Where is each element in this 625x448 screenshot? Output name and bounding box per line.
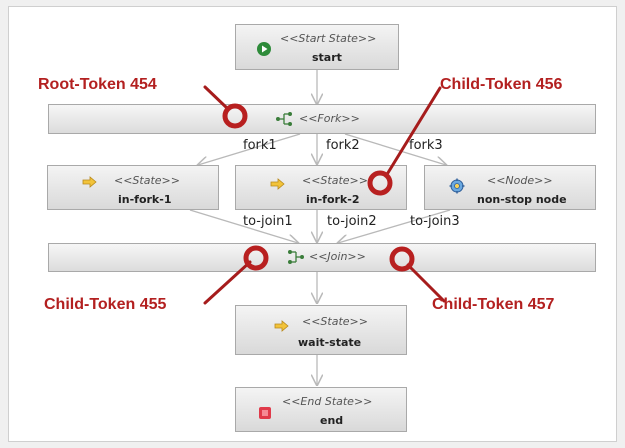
join-icon (288, 250, 304, 264)
node-join[interactable]: <<Join>> (48, 243, 596, 272)
node-fork-stereotype: <<Fork>> (299, 112, 360, 125)
stop-icon (259, 407, 271, 419)
node-in-fork-2[interactable]: <<State>> in-fork-2 (235, 165, 407, 210)
transition-fork2-label: fork2 (326, 138, 360, 153)
transition-fork1-label: fork1 (243, 138, 277, 153)
state-arrow-icon (274, 320, 289, 332)
node-start[interactable]: <<Start State>> start (235, 24, 399, 70)
node-wait-state[interactable]: <<State>> wait-state (235, 305, 407, 355)
node-in-fork-2-stereotype: <<State>> (302, 174, 368, 187)
node-end-name: end (320, 414, 344, 427)
transition-to-join1-label: to-join1 (243, 214, 293, 229)
node-end-stereotype: <<End State>> (282, 395, 373, 408)
play-icon (257, 42, 271, 56)
node-start-stereotype: <<Start State>> (280, 32, 377, 45)
fork-icon (276, 112, 292, 126)
node-non-stop[interactable]: <<Node>> non-stop node (424, 165, 596, 210)
token-label-child-457: Child-Token 457 (432, 296, 555, 313)
node-non-stop-stereotype: <<Node>> (487, 174, 553, 187)
edge-to-join1 (189, 209, 298, 243)
edge-to-join3 (338, 209, 451, 243)
node-in-fork-1-name: in-fork-1 (118, 193, 172, 206)
state-arrow-icon (82, 176, 97, 188)
node-in-fork-1-stereotype: <<State>> (114, 174, 180, 187)
gear-icon (449, 178, 465, 194)
state-arrow-icon (270, 178, 285, 190)
node-wait-state-name: wait-state (298, 336, 362, 349)
node-join-stereotype: <<Join>> (309, 250, 366, 263)
node-end[interactable]: <<End State>> end (235, 387, 407, 432)
token-label-child-455: Child-Token 455 (44, 296, 167, 313)
node-in-fork-2-name: in-fork-2 (306, 193, 360, 206)
node-non-stop-name: non-stop node (477, 193, 567, 206)
transition-to-join2-label: to-join2 (327, 214, 377, 229)
token-label-root-454: Root-Token 454 (38, 76, 157, 93)
node-fork[interactable]: <<Fork>> (48, 104, 596, 134)
node-wait-state-stereotype: <<State>> (302, 315, 368, 328)
diagram-frame (8, 6, 617, 442)
node-in-fork-1[interactable]: <<State>> in-fork-1 (47, 165, 219, 210)
node-start-name: start (312, 51, 342, 64)
token-label-child-456: Child-Token 456 (440, 76, 563, 93)
transition-fork3-label: fork3 (409, 138, 443, 153)
transition-to-join3-label: to-join3 (410, 214, 460, 229)
edge-fork1 (198, 133, 301, 165)
